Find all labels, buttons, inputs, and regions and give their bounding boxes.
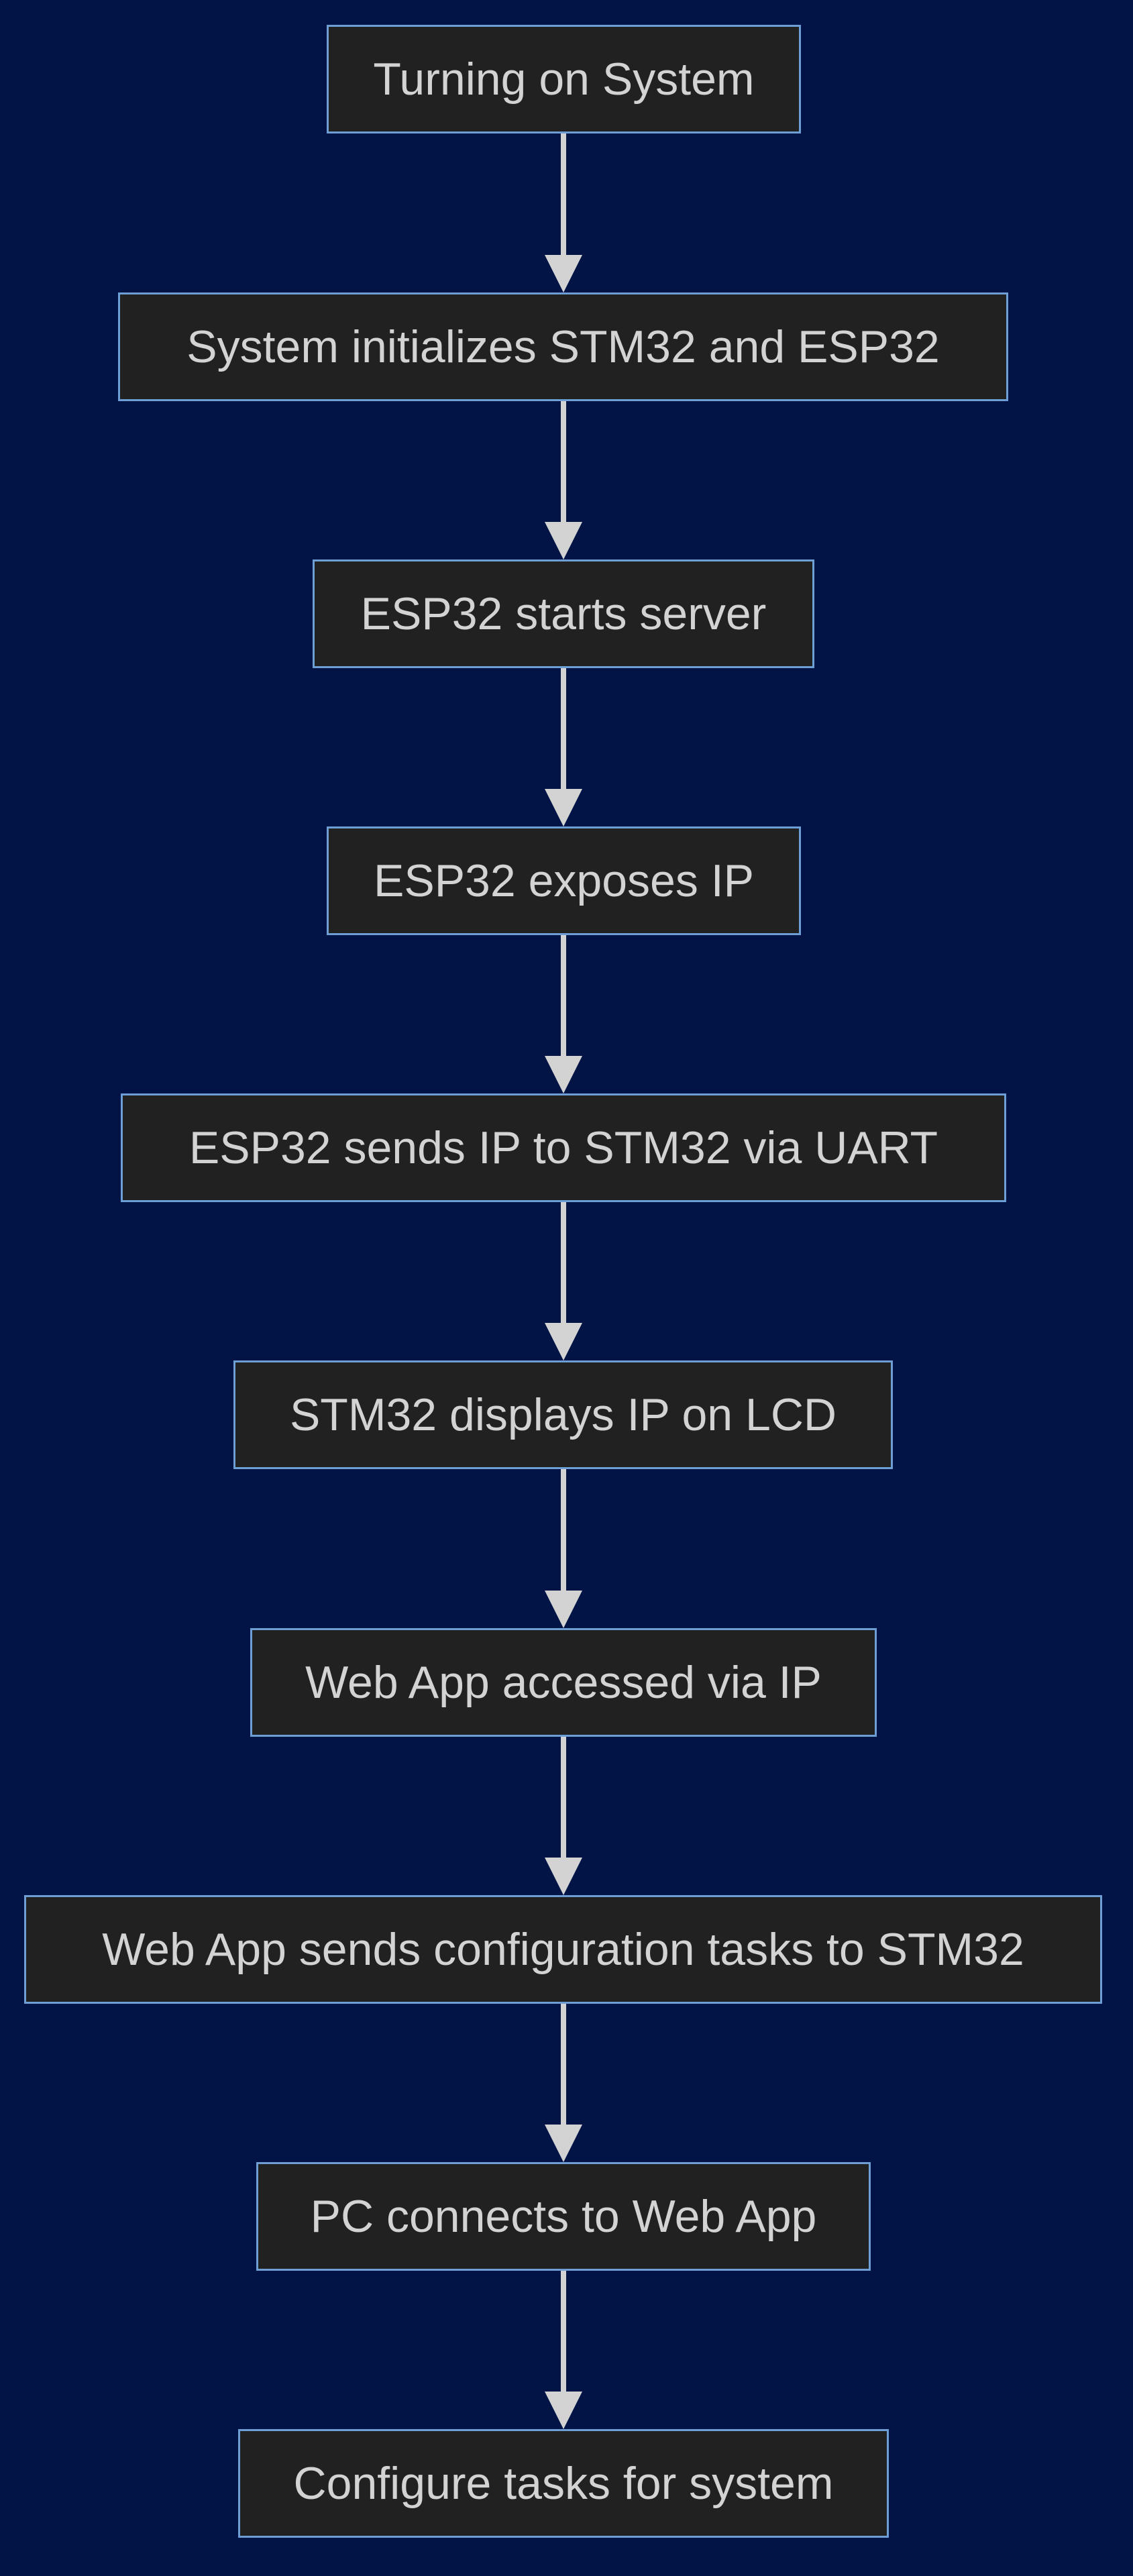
arrowhead-icon (545, 1323, 582, 1360)
node-esp32-exposes-ip: ESP32 exposes IP (327, 826, 801, 935)
node-label: Web App sends configuration tasks to STM… (102, 1924, 1024, 1975)
node-label: Turning on System (373, 54, 755, 105)
arrowhead-icon (545, 522, 582, 559)
node-label: Configure tasks for system (293, 2458, 834, 2509)
node-label: PC connects to Web App (310, 2191, 817, 2242)
node-stm32-displays-ip: STM32 displays IP on LCD (233, 1360, 893, 1469)
arrowhead-icon (545, 255, 582, 292)
node-label: ESP32 exposes IP (373, 855, 754, 906)
arrowhead-icon (545, 2392, 582, 2429)
node-label: STM32 displays IP on LCD (289, 1389, 837, 1440)
node-web-app-sends-tasks: Web App sends configuration tasks to STM… (24, 1895, 1102, 2004)
arrowhead-icon (545, 2125, 582, 2162)
node-label: ESP32 sends IP to STM32 via UART (188, 1122, 938, 1173)
arrowhead-icon (545, 1056, 582, 1093)
node-pc-connects: PC connects to Web App (256, 2162, 871, 2271)
node-label: System initializes STM32 and ESP32 (186, 321, 940, 372)
node-system-initializes: System initializes STM32 and ESP32 (118, 292, 1008, 401)
arrowhead-icon (545, 1591, 582, 1628)
node-label: Web App accessed via IP (305, 1657, 822, 1708)
node-configure-tasks: Configure tasks for system (238, 2429, 889, 2538)
node-turning-on-system: Turning on System (327, 25, 801, 133)
node-esp32-starts-server: ESP32 starts server (313, 559, 814, 668)
arrowhead-icon (545, 789, 582, 826)
node-label: ESP32 starts server (360, 588, 767, 639)
node-web-app-accessed: Web App accessed via IP (250, 1628, 877, 1737)
node-esp32-sends-ip: ESP32 sends IP to STM32 via UART (121, 1093, 1006, 1202)
arrowhead-icon (545, 1858, 582, 1895)
